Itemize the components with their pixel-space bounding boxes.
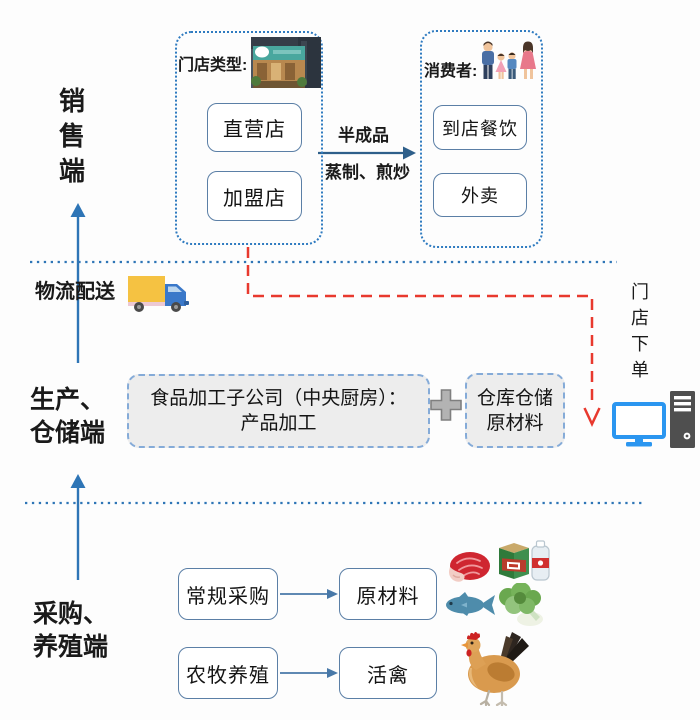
production-label-line2: 仓储端 [30,419,106,447]
central-kitchen-line2: 产品加工 [240,413,317,434]
delivery-truck-icon [128,276,189,312]
store-types-group [175,31,323,245]
family-icon [482,41,536,79]
storefront-photo-icon [251,37,321,88]
node-raw-materials: 原材料 [339,568,437,620]
desktop-computer-icon [612,391,695,448]
up-arrow-procurement-to-production [70,474,86,580]
node-farming: 农牧养殖 [178,647,278,699]
chicken-icon [461,632,529,706]
consumers-label: 消费者: [424,63,478,80]
store-types-label: 门店类型: [178,57,248,74]
cooking-method-label: 蒸制、煎炒 [325,163,410,182]
node-takeout: 外卖 [433,173,527,217]
consumers-group [420,30,543,248]
central-kitchen-box: 食品加工子公司（中央厨房）： 产品加工 [127,374,430,448]
node-regular-purchase: 常规采购 [178,568,278,620]
arrow-regular-purchase-to-raw [280,589,338,599]
store-order-label: 门店下单 [631,282,649,380]
plus-icon [430,389,462,421]
central-kitchen-line1: 食品加工子公司（中央厨房）： [150,388,407,409]
node-direct-store: 直营店 [207,103,302,152]
warehouse-line2: 原材料 [486,412,544,434]
logistics-label: 物流配送 [35,281,115,303]
node-live-poultry: 活禽 [339,647,437,699]
production-label-line1: 生产、 [30,386,106,414]
broccoli-icon [499,583,543,626]
warehouse-line1: 仓库仓储 [476,387,553,409]
grocery-box-water-icon [499,540,550,581]
section-label-sales: 销售端 [58,86,85,186]
node-franchise-store: 加盟店 [207,171,302,221]
meat-icon [449,552,490,582]
warehouse-box: 仓库仓储 原材料 [465,373,565,448]
procurement-label-line2: 养殖端 [33,633,109,661]
fish-icon [446,592,495,616]
semi-finished-label: 半成品 [338,126,389,145]
section-label-procurement: 采购、 养殖端 [33,598,108,664]
arrow-farming-to-poultry [280,668,338,678]
procurement-label-line1: 采购、 [33,600,109,628]
section-label-production: 生产、 仓储端 [30,384,105,450]
node-dine-in: 到店餐饮 [433,105,527,150]
